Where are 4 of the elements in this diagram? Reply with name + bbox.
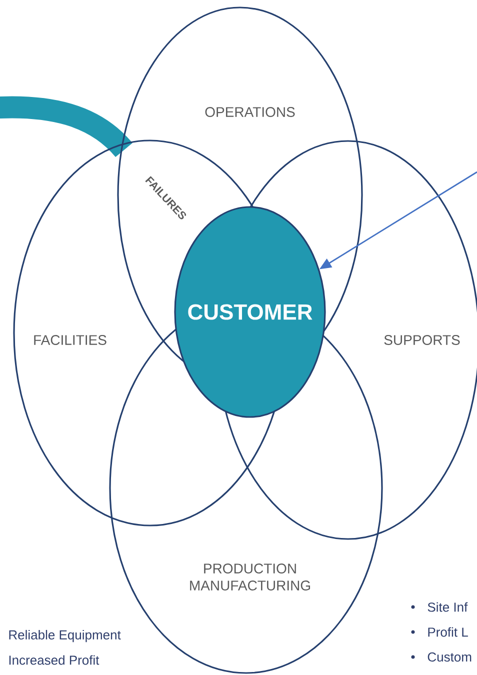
note-text: Reliable Equipment <box>9 630 121 642</box>
bullet-item: Site Inf <box>428 602 468 612</box>
bullet-item: Profit L <box>428 627 468 637</box>
bullet-item: Custom <box>428 652 472 662</box>
